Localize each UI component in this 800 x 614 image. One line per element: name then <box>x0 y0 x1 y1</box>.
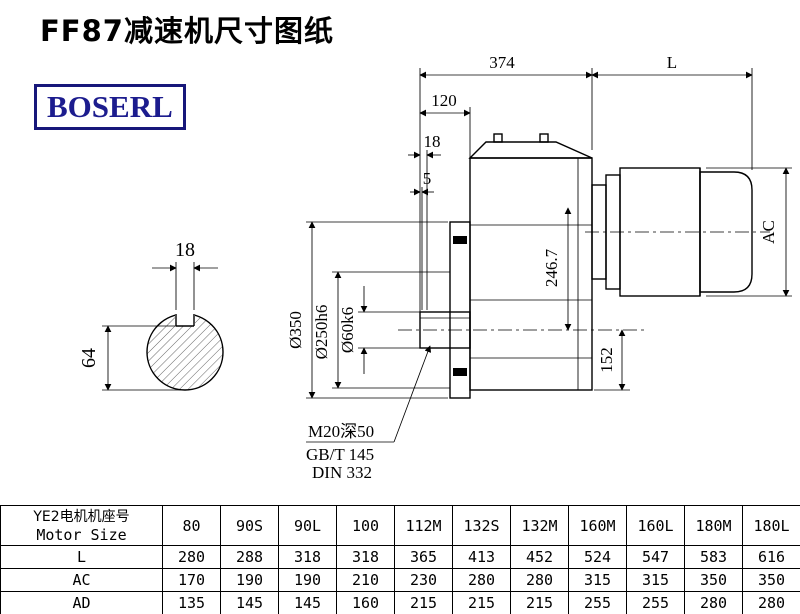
centerlines <box>398 231 770 331</box>
dim-374-label: 374 <box>489 53 515 72</box>
cell: 318 <box>336 545 395 569</box>
cell: 145 <box>278 591 337 614</box>
technical-drawing: 18 64 374 <box>78 53 792 482</box>
table-row-AC: AC 170 190 190 210 230 280 280 315 315 3… <box>0 568 800 592</box>
size-col-header: 180L <box>742 505 800 546</box>
cell: 255 <box>568 591 627 614</box>
row-label: AD <box>0 591 163 614</box>
cell: 280 <box>742 591 800 614</box>
size-col-header: 90S <box>220 505 279 546</box>
gearbox-main-view <box>398 133 770 399</box>
dia-60-extensions <box>358 311 420 349</box>
motor-fan-cover <box>699 171 753 293</box>
dia-350-label: Ø350 <box>286 311 305 349</box>
cell: 255 <box>626 591 685 614</box>
section-height-label: 64 <box>78 348 100 368</box>
dimension-table: YE2电机机座号 Motor Size 80 90S 90L 100 112M … <box>0 505 800 614</box>
cell: 315 <box>626 568 685 592</box>
housing-inner-lines <box>470 158 592 390</box>
page-title: FF87减速机尺寸图纸 <box>40 14 334 48</box>
shaft-section-view: 18 64 <box>78 239 224 391</box>
cell: 190 <box>278 568 337 592</box>
size-col-header: 132M <box>510 505 569 546</box>
dim-AC-extensions <box>706 167 792 297</box>
motor-size-header-cn: YE2电机机座号 <box>33 508 130 525</box>
gearbox-housing <box>469 157 593 391</box>
cell: 215 <box>394 591 453 614</box>
size-col-header: 112M <box>394 505 453 546</box>
cell: 280 <box>162 545 221 569</box>
dia-250-extensions <box>332 271 450 389</box>
cell: 215 <box>510 591 569 614</box>
section-key-width-label: 18 <box>175 239 195 261</box>
flange-slot-top <box>453 236 467 244</box>
cell: 288 <box>220 545 279 569</box>
dia-350-extensions <box>306 221 448 399</box>
cap-bolt-right <box>539 133 549 143</box>
size-col-header: 100 <box>336 505 395 546</box>
dia-250-label: Ø250h6 <box>312 305 331 360</box>
motor-size-header-en: Motor Size <box>36 525 127 544</box>
table-header-row: YE2电机机座号 Motor Size 80 90S 90L 100 112M … <box>0 505 800 546</box>
std-gbt-label: GB/T 145 <box>306 445 374 464</box>
cell: 135 <box>162 591 221 614</box>
output-shaft <box>419 311 471 349</box>
section-extension-lines <box>102 262 195 391</box>
tap-note-leader <box>393 345 432 443</box>
cap-bolt-left <box>493 133 503 143</box>
flange-slot-bottom <box>453 368 467 376</box>
tap-note-label: M20深50 <box>308 422 374 441</box>
cell: 160 <box>336 591 395 614</box>
table-row-L: L 280 288 318 318 365 413 452 524 547 58… <box>0 545 800 569</box>
cell: 350 <box>684 568 743 592</box>
cell: 315 <box>568 568 627 592</box>
dimension-annotations: 374 L 120 18 5 AC 246.7 152 Ø350 <box>286 53 792 482</box>
cell: 190 <box>220 568 279 592</box>
dim-18-label: 18 <box>424 132 441 151</box>
cell: 413 <box>452 545 511 569</box>
dim-AC-label: AC <box>759 220 778 244</box>
cell: 145 <box>220 591 279 614</box>
cell: 280 <box>684 591 743 614</box>
dim-152-label: 152 <box>597 347 616 373</box>
dim-120-label: 120 <box>431 91 457 110</box>
cell: 350 <box>742 568 800 592</box>
cell: 524 <box>568 545 627 569</box>
keyway-outline <box>175 314 195 327</box>
dim-5-label: 5 <box>423 169 432 188</box>
size-col-header: 132S <box>452 505 511 546</box>
cell: 210 <box>336 568 395 592</box>
cell: 547 <box>626 545 685 569</box>
cell: 452 <box>510 545 569 569</box>
keyway-cutout <box>175 313 195 326</box>
cell: 230 <box>394 568 453 592</box>
row-label: AC <box>0 568 163 592</box>
row-label: L <box>0 545 163 569</box>
table-row-AD: AD 135 145 145 160 215 215 215 255 255 2… <box>0 591 800 614</box>
cell: 583 <box>684 545 743 569</box>
cell: 365 <box>394 545 453 569</box>
size-col-header: 80 <box>162 505 221 546</box>
size-col-header: 180M <box>684 505 743 546</box>
cell: 170 <box>162 568 221 592</box>
size-col-header: 160M <box>568 505 627 546</box>
size-col-header: 160L <box>626 505 685 546</box>
dim-2467-label: 246.7 <box>542 248 561 287</box>
motor-size-header: YE2电机机座号 Motor Size <box>0 505 163 546</box>
cell: 318 <box>278 545 337 569</box>
housing-top-cap <box>468 141 593 159</box>
cell: 280 <box>452 568 511 592</box>
cell: 280 <box>510 568 569 592</box>
size-col-header: 90L <box>278 505 337 546</box>
cell: 215 <box>452 591 511 614</box>
cell: 616 <box>742 545 800 569</box>
dia-60-label: Ø60k6 <box>338 307 357 353</box>
dim-L-label: L <box>667 53 677 72</box>
std-din-label: DIN 332 <box>312 463 372 482</box>
boserl-logo: BOSERL <box>34 84 186 130</box>
